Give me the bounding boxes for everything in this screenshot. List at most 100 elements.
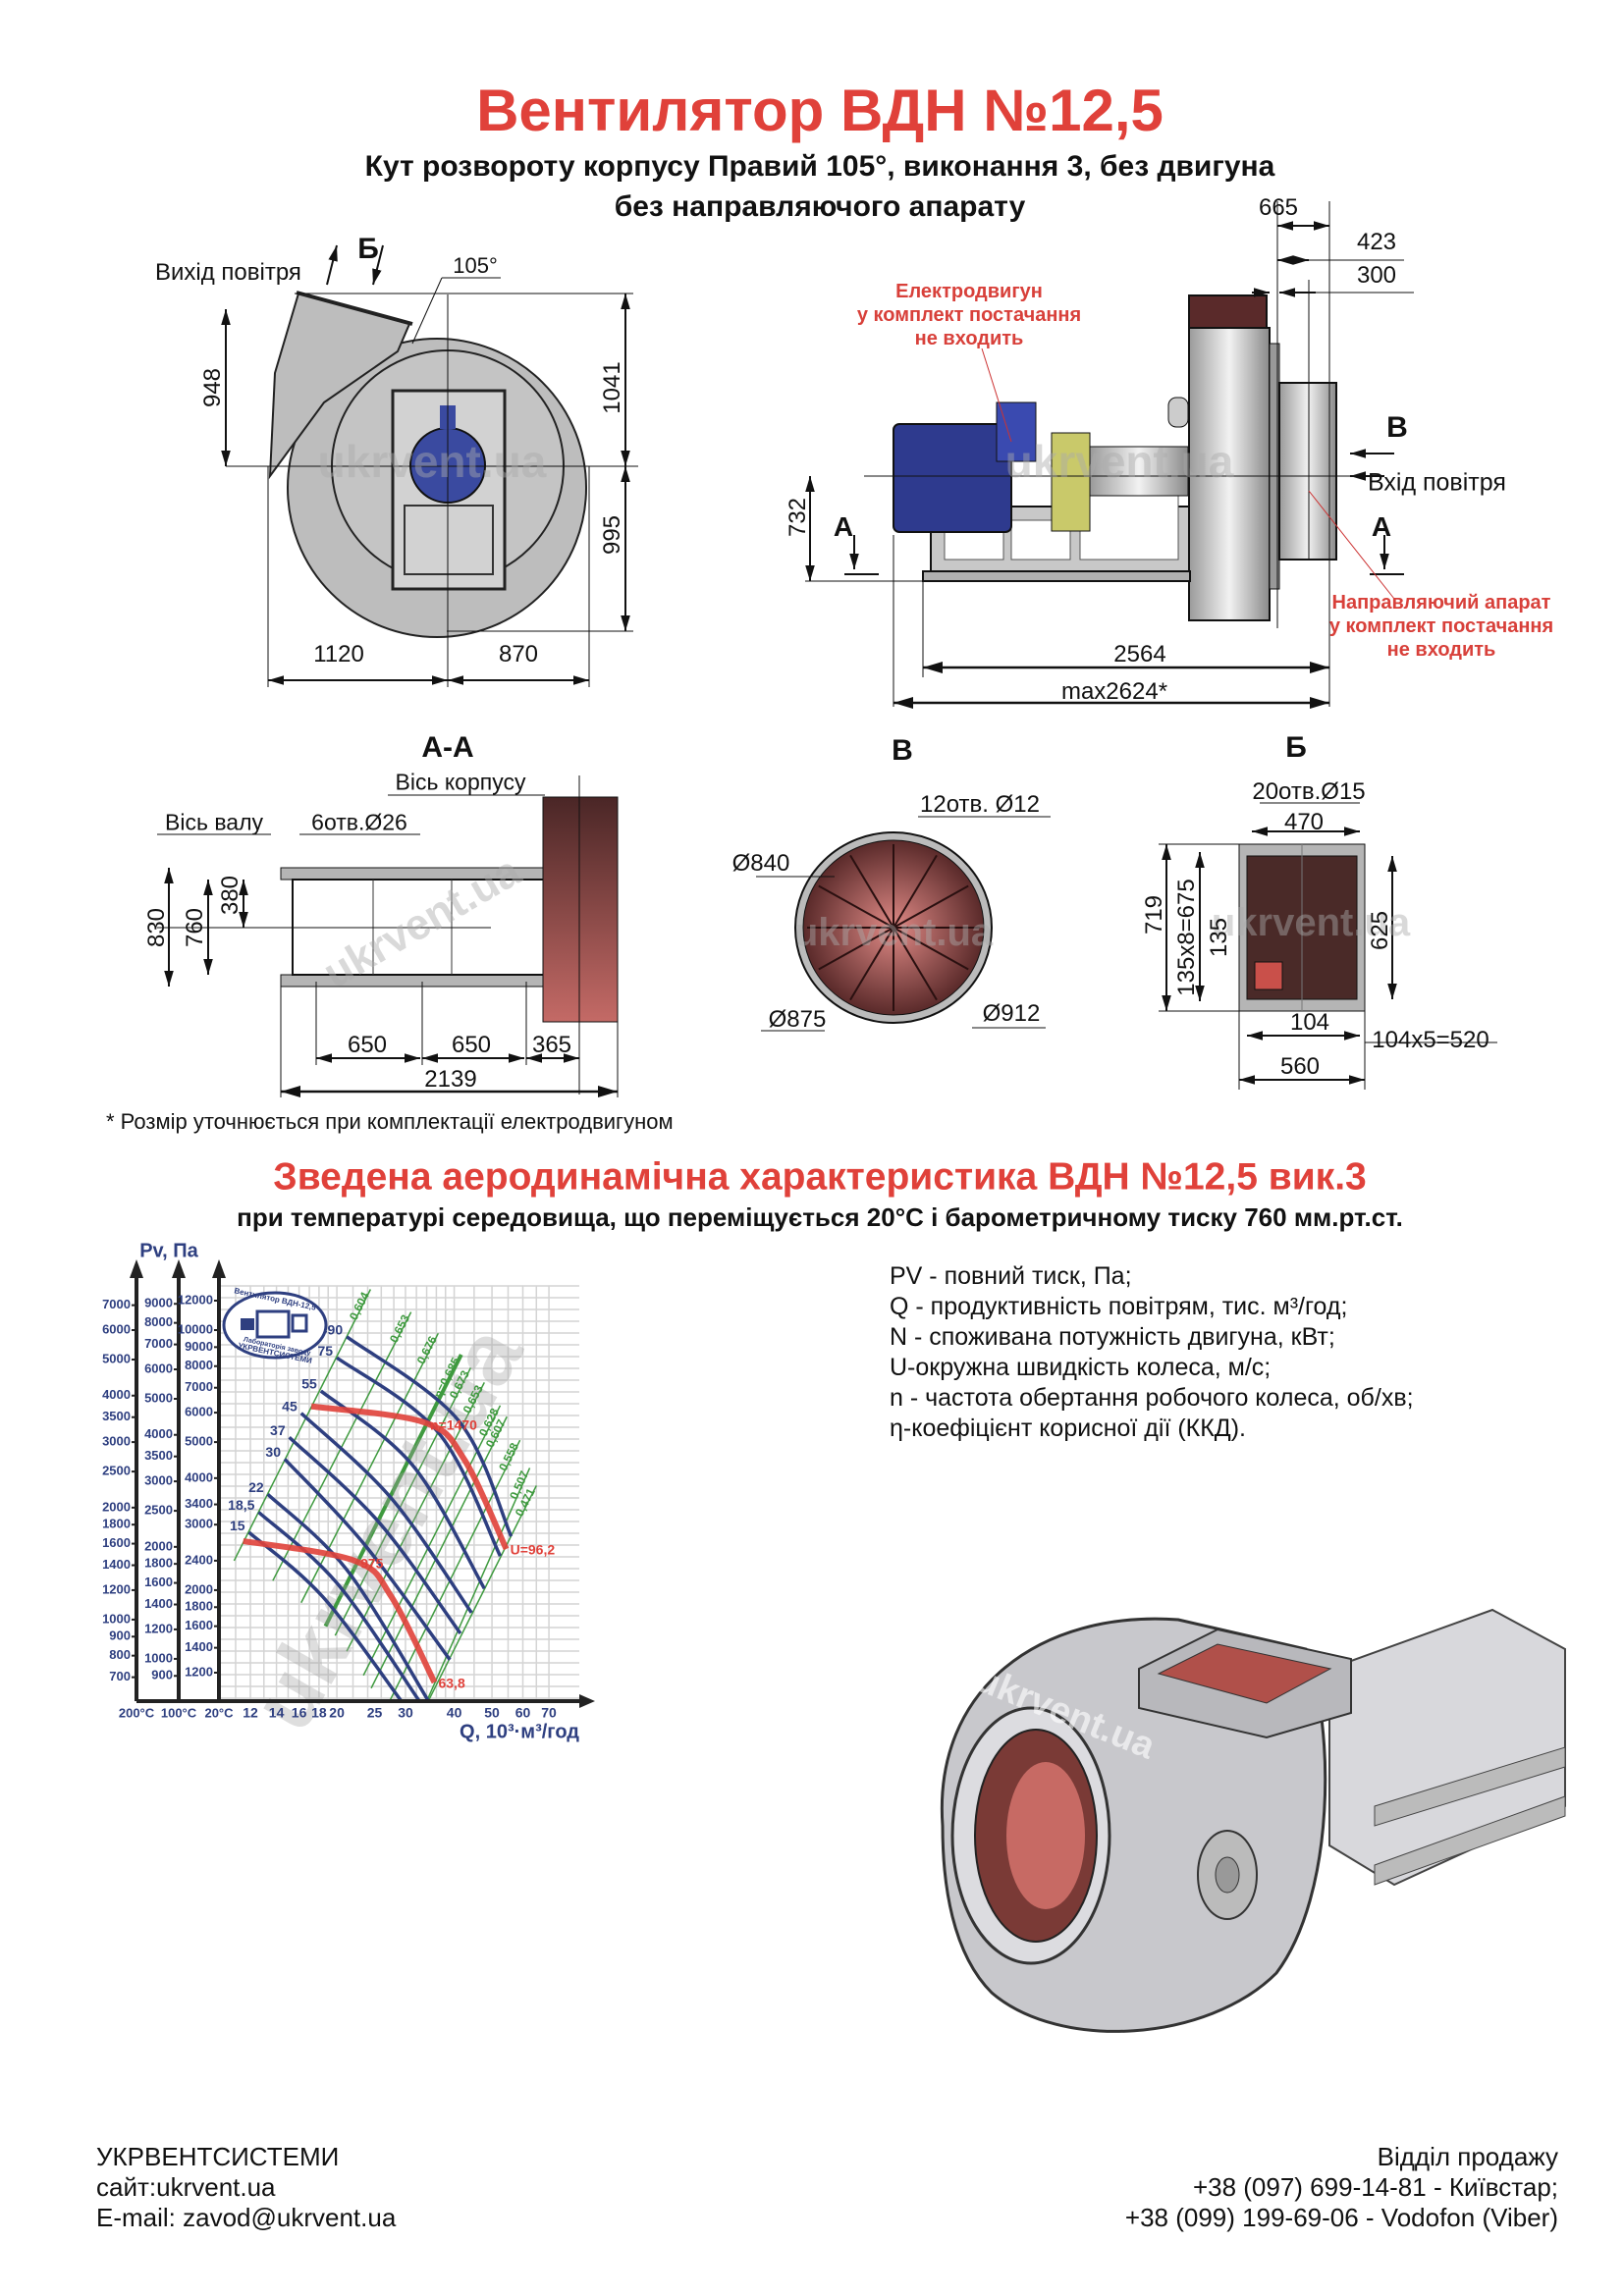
y-tick-label: 2000 (185, 1581, 213, 1596)
efficiency-label: 0,507 (507, 1468, 531, 1501)
dim-732: 732 (785, 497, 811, 538)
guide-note-line: Направляючий апарат (1331, 592, 1551, 614)
dim-380: 380 (217, 875, 244, 916)
power-curve (257, 1511, 422, 1701)
sales-phone-2[interactable]: +38 (099) 199-69-06 - Vodofon (Viber) (1124, 2203, 1558, 2232)
y-tick-label: 1000 (144, 1650, 173, 1665)
watermark: ukrvent.ua (317, 436, 547, 487)
dim-830: 830 (143, 907, 170, 948)
dim-300: 300 (1356, 262, 1397, 289)
dim-1041: 1041 (599, 361, 625, 414)
x-axis-arrow (579, 1694, 595, 1708)
power-curve (247, 1530, 404, 1701)
legend-item: PV - повний тиск, Па; (890, 1262, 1132, 1290)
power-curve-label: 45 (282, 1398, 298, 1414)
y-tick-label: 1400 (102, 1557, 131, 1572)
sales-phone-1[interactable]: +38 (097) 699-14-81 - Київстар; (1192, 2172, 1558, 2202)
company-name: УКРВЕНТСИСТЕМИ (96, 2142, 340, 2171)
x-tick-label: 50 (484, 1705, 500, 1721)
section-aa-title: А-А (421, 731, 474, 764)
y-tick-label: 2500 (144, 1503, 173, 1518)
tip-speed-label: 63,8 (438, 1676, 464, 1691)
company-email[interactable]: E-mail: zavod@ukrvent.ua (96, 2203, 397, 2232)
power-curve-label: 75 (317, 1343, 333, 1359)
y-tick-label: 5000 (102, 1351, 131, 1365)
company-site[interactable]: сайт:ukrvent.ua (96, 2172, 276, 2202)
y-axis-arrow (212, 1259, 226, 1278)
y-tick-label: 1200 (185, 1664, 213, 1679)
x-tick-label: 60 (515, 1705, 531, 1721)
y-tick-label: 6000 (185, 1405, 213, 1419)
dim-max2624: max2624* (1060, 678, 1168, 705)
section-bb-title: Б (1285, 731, 1307, 764)
dim-423: 423 (1356, 229, 1397, 255)
impeller-blade (893, 927, 938, 1001)
dim-d912: Ø912 (982, 1000, 1041, 1027)
x-tick-label: 20 (329, 1705, 345, 1721)
technical-drawings (157, 201, 1497, 1097)
section-b-drawing (756, 816, 1051, 1032)
y-tick-label: 1600 (144, 1575, 173, 1589)
efficiency-label: 0,471 (513, 1486, 538, 1519)
y-tick-label: 3500 (102, 1409, 131, 1423)
dim-870: 870 (498, 641, 539, 667)
y-tick-label: 900 (151, 1668, 173, 1682)
y-tick-label: 5000 (185, 1434, 213, 1449)
subtitle-line-1: Кут розвороту корпусу Правий 105°, викон… (364, 150, 1275, 183)
legend-item: U-окружна швидкість колеса, м/с; (890, 1354, 1272, 1381)
impeller-blade (893, 927, 969, 971)
dim-995: 995 (599, 514, 625, 556)
legend-item: Q - продуктивність повітрям, тис. м³/год… (890, 1293, 1348, 1320)
x-tick-label: 40 (447, 1705, 462, 1721)
y-tick-label: 1800 (185, 1599, 213, 1614)
efficiency-label: η=0,685 (431, 1355, 463, 1400)
power-curve (266, 1492, 431, 1701)
power-curve (336, 1356, 503, 1557)
y-tick-label: 3400 (185, 1496, 213, 1511)
guide-vane-note: Направляючий апарат у комплект постачанн… (1329, 591, 1553, 662)
axis-temperature-label: 100°С (161, 1705, 197, 1720)
power-curve-label: N=90 (309, 1321, 343, 1337)
watermark: ukrvent.ua (1211, 901, 1411, 944)
efficiency-label: 0,653 (387, 1312, 412, 1345)
y-tick-label: 2000 (102, 1499, 131, 1514)
x-tick-label: 70 (541, 1705, 557, 1721)
y-tick-label: 1400 (144, 1596, 173, 1611)
x-tick-label: 30 (398, 1705, 413, 1721)
x-tick-label: 12 (243, 1705, 258, 1721)
footer-company-block: УКРВЕНТСИСТЕМИ сайт:ukrvent.ua E-mail: z… (96, 2142, 396, 2233)
y-tick-label: 3500 (144, 1448, 173, 1463)
dim-2564: 2564 (1113, 641, 1166, 667)
axis-temperature-label: 200°С (119, 1705, 155, 1720)
dim-625: 625 (1367, 910, 1393, 951)
speed-curve-label: 975 (360, 1556, 384, 1572)
y-tick-label: 10000 (178, 1321, 213, 1336)
dim-650: 650 (347, 1032, 388, 1058)
power-curve-label: 22 (248, 1479, 264, 1495)
power-curve-label: 55 (301, 1376, 317, 1392)
dim-675: 135x8=675 (1173, 879, 1200, 996)
y-axis-arrow (172, 1259, 186, 1278)
tip-speed-label: U=96,2 (511, 1542, 556, 1558)
speed-curve-label: n=1470 (430, 1417, 477, 1433)
dim-560: 560 (1279, 1053, 1321, 1080)
chart-title: Зведена аеродинамічна характеристика ВДН… (273, 1155, 1367, 1199)
chart-legend: PV - повний тиск, Па; Q - продуктивність… (890, 1261, 1414, 1444)
shaft-axis-label: Вісь валу (165, 809, 263, 835)
legend-item: N - споживана потужність двигуна, кВт; (890, 1323, 1335, 1351)
dim-1120: 1120 (313, 641, 364, 667)
dim-135: 135 (1206, 917, 1232, 958)
section-v-title: В (892, 734, 913, 767)
x-tick-label: 16 (292, 1705, 307, 1721)
efficiency-label: 0,604 (347, 1290, 372, 1322)
efficiency-line (389, 1439, 521, 1702)
section-mark-a-left: А (833, 511, 854, 542)
power-curve-label: 18,5 (228, 1497, 254, 1513)
inlet-label: Вхід повітря (1368, 468, 1506, 497)
legend-item: n - частота обертання робочого колеса, о… (890, 1384, 1414, 1412)
y-tick-label: 2500 (102, 1464, 131, 1478)
y-tick-label: 8000 (185, 1358, 213, 1372)
y-tick-label: 3000 (185, 1517, 213, 1531)
efficiency-line (425, 1468, 531, 1702)
